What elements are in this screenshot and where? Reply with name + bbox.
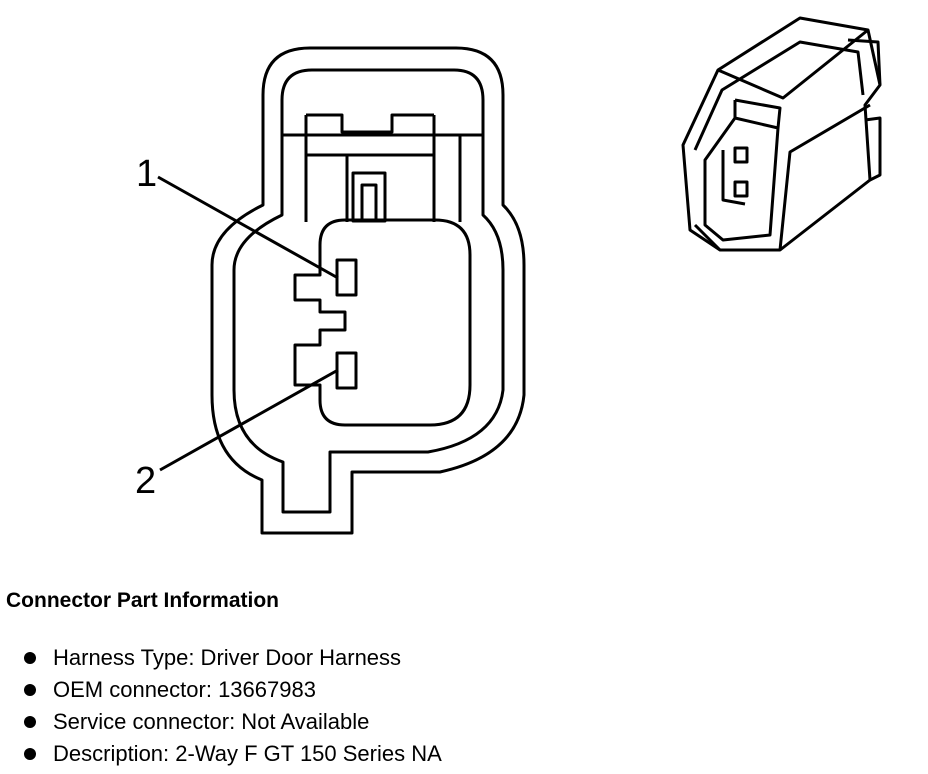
list-item-oem-connector: OEM connector: 13667983 (6, 674, 906, 706)
section-heading: Connector Part Information (6, 589, 280, 612)
pin-2-leader (159, 368, 339, 472)
pin-1-leader (157, 175, 339, 280)
latch-slot (360, 183, 378, 223)
pin-2-cavity (335, 351, 358, 390)
pin-2-label: 2 (135, 460, 156, 502)
bullet-icon (24, 748, 36, 760)
connector-face-outer-shell (210, 46, 526, 535)
connector-isometric-view (681, 16, 882, 252)
latch-inner-block (351, 171, 387, 223)
pin-1-label: 1 (136, 153, 157, 195)
part-info-list: Harness Type: Driver Door Harness OEM co… (6, 642, 906, 770)
list-item-service-connector: Service connector: Not Available (6, 706, 906, 738)
bullet-icon (24, 652, 36, 664)
list-item-text: Description: 2-Way F GT 150 Series NA (53, 741, 442, 766)
bullet-icon (24, 684, 36, 696)
list-item-description: Description: 2-Way F GT 150 Series NA (6, 738, 906, 770)
connector-part-information: Connector Part Information Harness Type:… (6, 586, 906, 770)
latch-tab (304, 113, 436, 222)
terminal-cavity-body (293, 218, 472, 427)
connector-diagram: 1 2 (135, 16, 882, 535)
list-item-harness-type: Harness Type: Driver Door Harness (6, 642, 906, 674)
pin-1-cavity (335, 258, 358, 297)
list-item-text: Service connector: Not Available (53, 709, 370, 734)
bullet-icon (24, 716, 36, 728)
connector-face-inner-shell (232, 68, 505, 514)
list-item-text: OEM connector: 13667983 (53, 677, 316, 702)
list-item-text: Harness Type: Driver Door Harness (53, 645, 402, 670)
